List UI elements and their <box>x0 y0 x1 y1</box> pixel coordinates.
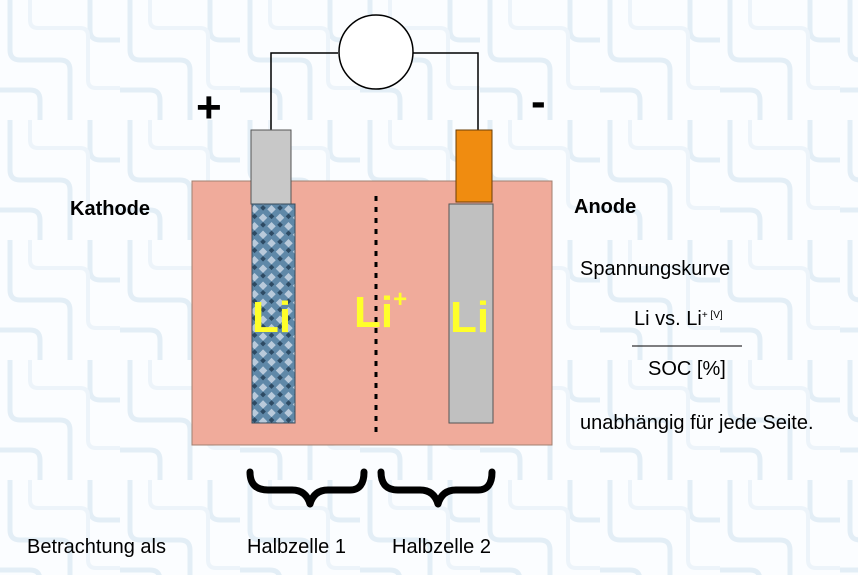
anode-body <box>448 203 494 424</box>
anode-label: Anode <box>574 196 637 218</box>
voltmeter-circle-icon <box>338 14 414 90</box>
li-cathode-label: Li <box>252 293 292 342</box>
anode-cap <box>455 129 493 203</box>
side-footer: unabhängig für jede Seite. <box>580 412 814 434</box>
li-anode-label: Li <box>450 293 490 342</box>
wire-right <box>413 52 479 130</box>
wire-left <box>270 52 338 130</box>
li-ion-label: Li+ <box>354 286 408 337</box>
spannungskurve-title: Spannungskurve <box>580 258 731 280</box>
minus-sign: - <box>531 77 546 126</box>
kathode-label: Kathode <box>70 198 150 220</box>
halbzelle2-label: Halbzelle 2 <box>392 536 491 558</box>
cathode-mesh <box>251 203 296 424</box>
betrachtung-label: Betrachtung als <box>27 536 166 558</box>
plus-sign: + <box>196 83 222 132</box>
cathode-cap <box>250 129 292 205</box>
fraction-numerator: Li vs. Li+ [V] <box>634 308 723 330</box>
fraction-denominator: SOC [%] <box>648 358 726 380</box>
halbzelle1-label: Halbzelle 1 <box>247 536 346 558</box>
